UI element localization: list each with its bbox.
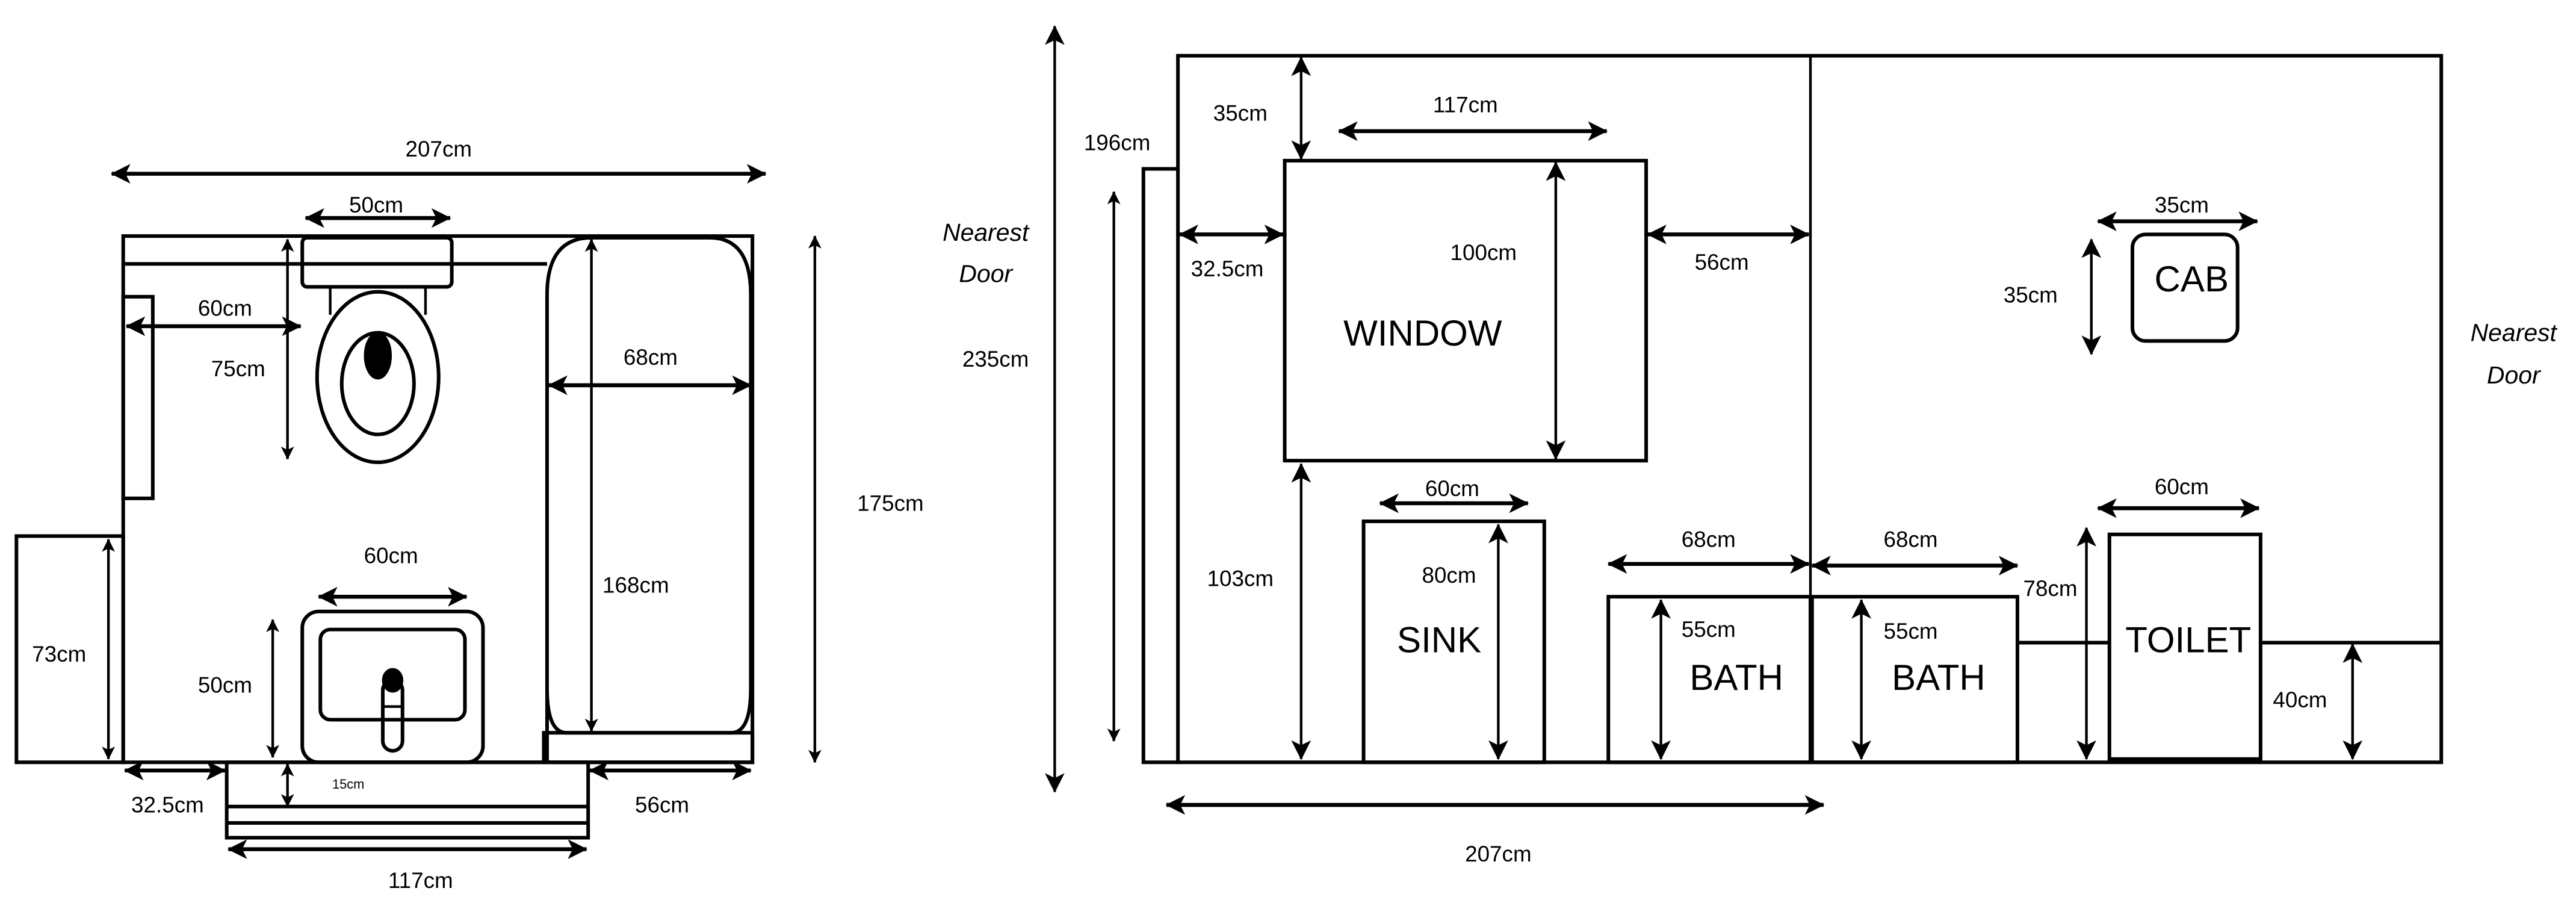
sink-basin-inner: [318, 627, 467, 722]
side-cabinet: [14, 534, 125, 765]
ledge-height-label: 40cm: [2273, 687, 2327, 712]
right-elevation-plan: Nearest Door 235cm 196cm WINDOW 35cm 117…: [943, 25, 2558, 866]
toilet-height-label: 78cm: [2023, 576, 2077, 601]
toilet-depth-label: 75cm: [211, 356, 265, 381]
bath-right-label: BATH: [1892, 657, 1986, 698]
shower-step: [542, 731, 755, 765]
cab-width-label: 35cm: [2155, 193, 2209, 217]
bath-right-width-label: 68cm: [1883, 527, 1937, 551]
left-wall-panel: [121, 294, 155, 500]
sink-label: SINK: [1397, 619, 1481, 660]
toilet-clearance-label: 60cm: [198, 296, 252, 320]
left-floor-plan: 207cm 50cm 60cm 75cm 68cm 168cm 175cm 73…: [14, 137, 924, 893]
cabinet-height-label: 73cm: [32, 642, 86, 666]
toilet-cistern: [300, 235, 454, 289]
sink-width-label-elev: 60cm: [1425, 476, 1479, 501]
window-sill: [224, 760, 590, 840]
shower-width-label: 68cm: [624, 345, 678, 370]
shower-tray-outline: [545, 235, 753, 763]
wall-width-label: 207cm: [1465, 842, 1532, 866]
sink-height-label: 80cm: [1422, 563, 1476, 588]
overall-width-label: 207cm: [406, 137, 472, 161]
total-height-label: 235cm: [962, 347, 1029, 371]
door-frame-stub: [1141, 167, 1178, 765]
shower-length-label: 168cm: [602, 573, 669, 598]
window-width-label: 117cm: [388, 868, 453, 893]
window-width-label-elev: 117cm: [1433, 93, 1498, 117]
window-height-label: 100cm: [1451, 240, 1517, 265]
bath-left-height-label: 55cm: [1682, 617, 1736, 642]
cabinet-elevation: [2131, 232, 2240, 343]
nearest-door-right-line2: Door: [2487, 361, 2541, 389]
sink-width-label: 60cm: [364, 544, 418, 568]
window-label: WINDOW: [1343, 313, 1502, 353]
window: [1283, 158, 1649, 463]
toilet-elevation: [2107, 532, 2262, 761]
bath-left-label: BATH: [1689, 657, 1783, 698]
toilet-bowl-outer: [315, 290, 441, 464]
bath-left-width-label: 68cm: [1682, 527, 1736, 551]
window-top-offset-label: 35cm: [1213, 101, 1268, 125]
sink-faucet: [380, 678, 404, 753]
window-floor-offset-label: 103cm: [1207, 566, 1274, 591]
bath-right: [1810, 595, 2019, 765]
door-height-label: 196cm: [1084, 130, 1151, 155]
nearest-door-left-line1: Nearest: [943, 219, 1030, 246]
window-left-offset-label-elev: 32.5cm: [1191, 256, 1264, 281]
sink-elevation: [1361, 519, 1546, 765]
cab-label: CAB: [2155, 259, 2229, 299]
window-right-offset-label: 56cm: [635, 793, 689, 818]
sink-depth-label: 50cm: [198, 673, 252, 698]
toilet-width-label: 60cm: [2155, 474, 2209, 499]
nearest-door-right-line1: Nearest: [2471, 318, 2558, 346]
toilet-label: TOILET: [2125, 619, 2251, 660]
window-left-offset-label: 32.5cm: [131, 793, 204, 818]
toilet-drain: [364, 332, 392, 380]
window-right-offset-label-elev: 56cm: [1695, 250, 1749, 275]
room-depth-label: 175cm: [857, 491, 924, 515]
cistern-width-label: 50cm: [349, 193, 403, 217]
nearest-door-left-line2: Door: [959, 259, 1013, 287]
bath-right-height-label: 55cm: [1883, 619, 1937, 644]
window-sill-depth-label: 15cm: [332, 777, 364, 792]
cab-height-label: 35cm: [2004, 283, 2058, 308]
